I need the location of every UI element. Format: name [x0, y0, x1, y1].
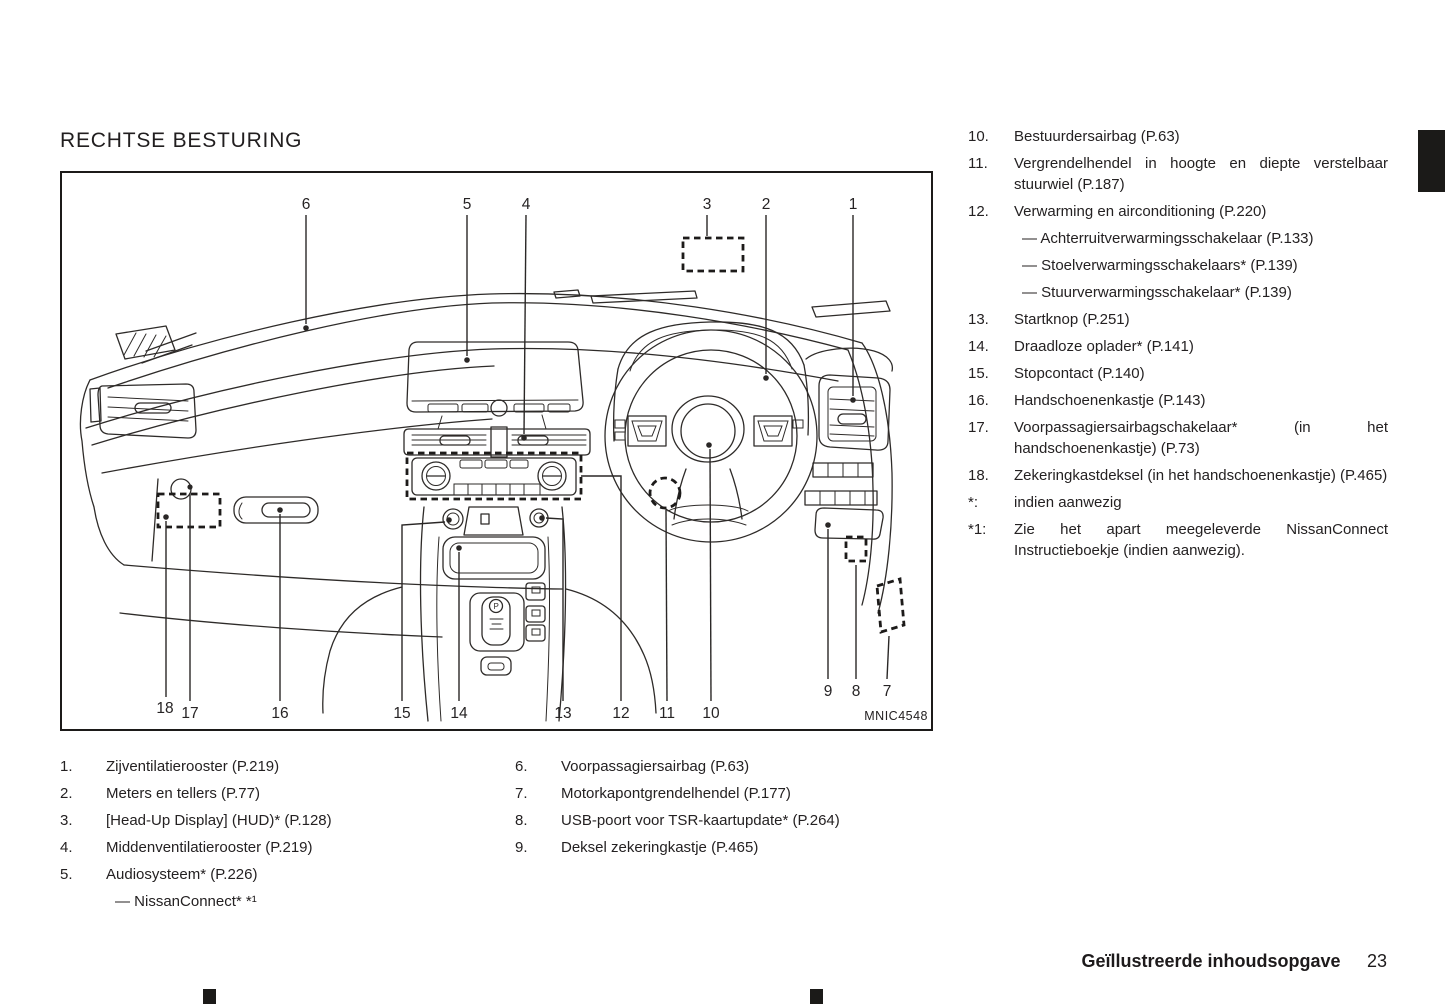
- list-item: 13.Startknop (P.251): [968, 311, 1130, 328]
- list-item: 17.Voorpassagiersairbagschakelaar* (in h…: [968, 419, 1388, 457]
- callout-4: 4: [522, 196, 531, 213]
- callout-17: 17: [181, 705, 198, 722]
- instrument-cluster: [612, 321, 810, 442]
- list-item: 12.Verwarming en airconditioning (P.220): [968, 203, 1267, 220]
- center-console: P: [419, 506, 567, 722]
- side-vent-right: [805, 347, 894, 451]
- steering-wheel: [604, 329, 818, 543]
- side-vent-left: [89, 383, 197, 439]
- center-vents: [403, 426, 591, 458]
- middle-item-list: 6.Voorpassagiersairbag (P.63) 7.Motorkap…: [515, 756, 950, 864]
- page-footer: Geïllustreerde inhoudsopgave 23: [1081, 951, 1387, 972]
- callout-numbers: 6 5 4 3 2 1 18 17 16 15 14 13 12 11 10 9…: [156, 196, 891, 722]
- list-item: 1.Zijventilatierooster (P.219): [60, 758, 280, 775]
- list-item: 7.Motorkapontgrendelhendel (P.177): [515, 785, 791, 802]
- callout-6: 6: [302, 196, 311, 213]
- footnote: *:indien aanwezig: [968, 494, 1122, 511]
- list-item: 16.Handschoenenkastje (P.143): [968, 392, 1206, 409]
- callout-11: 11: [659, 705, 675, 722]
- list-item: 5.Audiosysteem* (P.226): [60, 866, 258, 883]
- list-subitem: — Achterruitverwarmingsschakelaar (P.133…: [1022, 230, 1314, 247]
- list-subitem: — Stuurverwarmingsschakelaar* (P.139): [1022, 284, 1292, 301]
- fuse-panel: [814, 507, 884, 540]
- start-button: [529, 508, 549, 528]
- wireless-charger-pad: [442, 536, 546, 580]
- callout-18: 18: [156, 700, 173, 717]
- right-item-list: 10.Bestuurdersairbag (P.63) 11.Vergrende…: [968, 126, 1388, 567]
- dashboard-figure: P: [60, 171, 933, 731]
- console-tray: [480, 656, 512, 676]
- marker-17-circle: [170, 478, 192, 500]
- console-side-buttons: [525, 582, 546, 642]
- callout-2: 2: [762, 196, 771, 213]
- list-item: 2.Meters en tellers (P.77): [60, 785, 260, 802]
- callout-10: 10: [702, 705, 720, 722]
- list-item: 14.Draadloze oplader* (P.141): [968, 338, 1194, 355]
- dashboard-outline: [79, 289, 893, 714]
- left-item-list: 1.Zijventilatierooster (P.219) 2.Meters …: [60, 756, 490, 918]
- climate-panel: [405, 451, 583, 501]
- footer-section-title: Geïllustreerde inhoudsopgave: [1081, 951, 1341, 971]
- callout-8: 8: [852, 683, 861, 700]
- list-item: 6.Voorpassagiersairbag (P.63): [515, 758, 750, 775]
- marker-18-box: [156, 492, 222, 529]
- socket-button-left: [442, 508, 464, 530]
- list-item: 11.Vergrendelhendel in hoogte en diepte …: [968, 155, 1388, 193]
- glovebox-handle: [233, 496, 319, 524]
- list-subitem: — Stoelverwarmingsschakelaars* (P.139): [1022, 257, 1298, 274]
- list-item: 4.Middenventilatierooster (P.219): [60, 839, 313, 856]
- print-registration-mark: [203, 989, 216, 1004]
- list-subitem: — NissanConnect* *¹: [115, 893, 257, 910]
- marker-3-hud-box: [681, 236, 745, 273]
- list-item: 9.Deksel zekeringkastje (P.465): [515, 839, 759, 856]
- marker-7-box: [875, 577, 906, 634]
- leader-lines: [163, 214, 890, 702]
- callout-1: 1: [849, 196, 858, 213]
- callout-9: 9: [824, 683, 833, 700]
- gear-shifter: P: [469, 592, 525, 652]
- list-item: 8.USB-poort voor TSR-kaartupdate* (P.264…: [515, 812, 840, 829]
- page-title: RECHTSE BESTURING: [60, 129, 303, 152]
- center-display: [406, 341, 584, 430]
- list-item: 18.Zekeringkastdeksel (in het handschoen…: [968, 467, 1388, 484]
- list-item: 10.Bestuurdersairbag (P.63): [968, 128, 1180, 145]
- callout-15: 15: [393, 705, 410, 722]
- callout-3: 3: [703, 196, 712, 213]
- switch-rows: [804, 462, 878, 506]
- callout-12: 12: [612, 705, 629, 722]
- callout-13: 13: [554, 705, 571, 722]
- callout-16: 16: [271, 705, 288, 722]
- callout-14: 14: [450, 705, 468, 722]
- chapter-tab-marker: [1418, 130, 1445, 192]
- gear-label: P: [494, 602, 499, 611]
- marker-11-circle: [648, 476, 682, 510]
- marker-8-box: [844, 535, 868, 563]
- footnote: *1:Zie het apart meegeleverde NissanConn…: [968, 521, 1388, 559]
- left-defroster-vent: [115, 325, 176, 360]
- list-item: 3.[Head-Up Display] (HUD)* (P.128): [60, 812, 332, 829]
- callout-7: 7: [883, 683, 892, 700]
- figure-code: MNIC4548: [864, 709, 928, 723]
- list-item: 15.Stopcontact (P.140): [968, 365, 1145, 382]
- footer-page-number: 23: [1366, 951, 1387, 971]
- callout-5: 5: [463, 196, 472, 213]
- print-registration-mark: [810, 989, 823, 1004]
- dashboard-diagram: P: [79, 196, 928, 723]
